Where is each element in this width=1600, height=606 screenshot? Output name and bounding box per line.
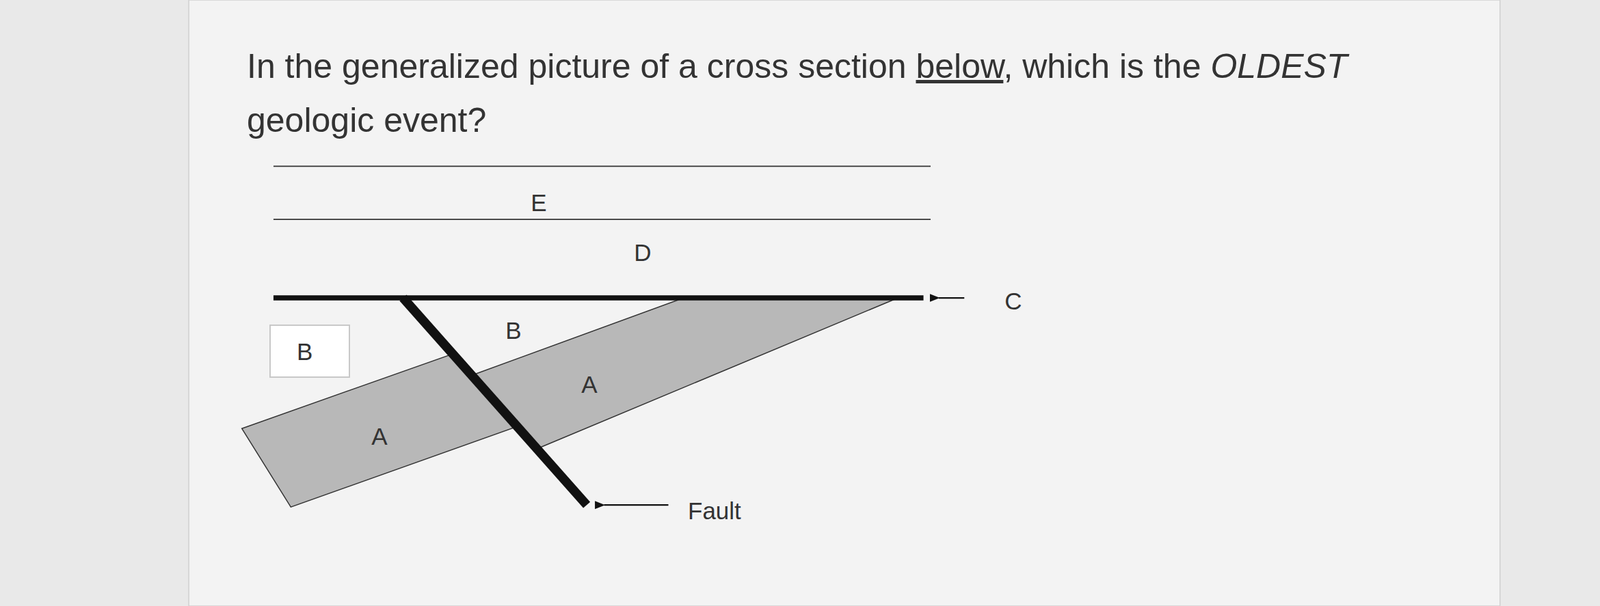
layer-letter: E: [530, 190, 547, 215]
strata-boundary: [273, 166, 931, 168]
leader-arrow: [603, 504, 669, 506]
callout-letter: C: [1004, 289, 1022, 314]
fault-line: [402, 298, 587, 506]
leader-arrow: [938, 297, 965, 299]
question-title: In the generalized picture of a cross se…: [246, 39, 1410, 148]
unit-letter: B: [296, 339, 313, 364]
page-panel: [188, 0, 1501, 606]
layer-letter: D: [633, 240, 651, 265]
unit-letter: B: [505, 318, 522, 343]
fault-label: Fault: [687, 499, 742, 524]
unit-letter: A: [371, 424, 388, 449]
rock-layer-a: [471, 298, 898, 450]
label-box: B: [269, 324, 351, 379]
unit-letter: A: [581, 372, 597, 397]
unconformity-line: [273, 295, 924, 301]
strata-boundary: [273, 218, 931, 221]
